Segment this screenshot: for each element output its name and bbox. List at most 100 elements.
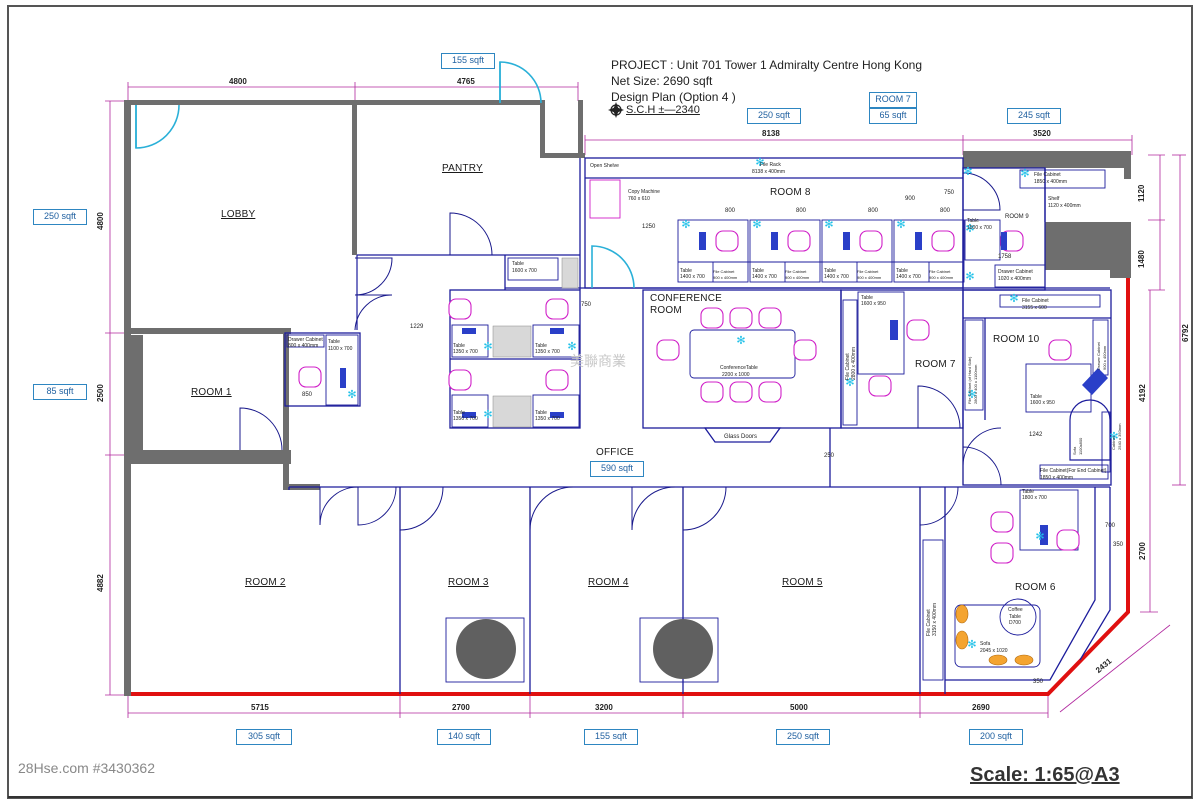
- dimension-lines: [105, 82, 1186, 718]
- label-sofa-r6-1: Sofa: [980, 641, 991, 647]
- label-office-desk-3: Table 1350 x 700: [453, 410, 478, 422]
- chair: [793, 339, 817, 361]
- label-table-r8-2: Table 1400 x 700: [752, 268, 777, 280]
- project-net-size: Net Size: 2690 sqft: [611, 74, 713, 88]
- label-table-r9-2: 1500 x 700: [967, 225, 992, 231]
- label-table-r6-1: Table: [1022, 489, 1034, 495]
- label-copy-machine-2: 760 x 610: [628, 196, 650, 202]
- chair: [448, 298, 472, 320]
- marker-asterisk: ✻: [681, 218, 690, 231]
- room-label-pantry: PANTRY: [442, 163, 483, 174]
- area-box-room2: 305 sqft: [236, 729, 292, 745]
- label-open-shelve: Open Shelve: [590, 163, 619, 169]
- dim-inner-1758: 1758: [998, 254, 1012, 260]
- label-coffee-table-2: Table: [1009, 614, 1021, 620]
- dim-inner-1229: 1229: [410, 324, 424, 330]
- chair: [700, 381, 724, 403]
- label-table-r6-2: 1800 x 700: [1022, 495, 1047, 501]
- label-file-cabinet-r10-2: 3155 x 600: [1022, 305, 1047, 311]
- label-filecab-r8-1: File Cabinet 900 x 400mm: [713, 269, 738, 280]
- window-line: [131, 278, 1130, 696]
- dim-right-4: 4192: [1138, 384, 1147, 402]
- label-office-desk-4: Table 1350 x 700: [535, 410, 560, 422]
- dim-left-2: 2500: [96, 384, 105, 402]
- chair: [990, 511, 1014, 533]
- chair: [859, 230, 883, 252]
- dim-inner-800-3: 800: [868, 208, 879, 214]
- chair: [787, 230, 811, 252]
- chair: [868, 375, 892, 397]
- chair: [990, 542, 1014, 564]
- cyan-doors: [135, 61, 635, 289]
- label-file-rack-1: File Rack: [760, 162, 781, 168]
- label-shelf-2: 1120 x 400mm: [1048, 203, 1081, 209]
- label-file-cabinet-r10-bottom-2: 1850 x 400mm: [1040, 475, 1074, 481]
- room-label-room6: ROOM 6: [1015, 582, 1056, 593]
- label-sofa-r6-2: 2045 x 1020: [980, 648, 1008, 654]
- label-drawer-r9-1: Drawer Cabinet: [998, 269, 1033, 275]
- dim-top-1: 4800: [229, 77, 247, 86]
- label-file-cabinet-r9-1: File Cabinet: [1034, 172, 1061, 178]
- marker-asterisk: ✻: [963, 165, 972, 178]
- marker-asterisk: ✻: [967, 638, 976, 651]
- marker-asterisk: ✻: [845, 376, 854, 389]
- label-table-r7-2: 1600 x 950: [861, 301, 886, 307]
- dim-inner-1242: 1242: [1029, 432, 1043, 438]
- dim-left-3: 4882: [96, 574, 105, 592]
- label-table-r10-1: Table: [1030, 394, 1042, 400]
- chair: [1048, 339, 1072, 361]
- marker-asterisk: ✻: [1035, 530, 1044, 543]
- dim-top-2: 4765: [457, 77, 475, 86]
- dim-left-1: 4800: [96, 212, 105, 230]
- label-file-cabinet-conf: File Cabinet 2800 x 400mm: [845, 346, 857, 380]
- label-table-r8-3: Table 1400 x 700: [824, 268, 849, 280]
- label-table-pantry-2: 1600 x 700: [512, 268, 537, 274]
- sofa-cushions: [955, 604, 1034, 666]
- ghost-watermark: 美聯商業: [570, 353, 626, 369]
- chair: [448, 369, 472, 391]
- marker-asterisk: ✻: [755, 156, 764, 169]
- room-label-room2: ROOM 2: [245, 577, 286, 588]
- marker-asterisk: ✻: [483, 408, 492, 421]
- columns: [445, 617, 719, 683]
- partitions: [284, 157, 1112, 694]
- project-title: PROJECT : Unit 701 Tower 1 Admiralty Cen…: [611, 58, 923, 72]
- watermark: 28Hse.com #3430362: [18, 760, 155, 776]
- dim-inner-350-2: 350: [1033, 679, 1044, 685]
- label-coffee-table-1: Coffee: [1008, 607, 1023, 613]
- room-label-lobby: LOBBY: [221, 209, 256, 220]
- dim-inner-750-1: 750: [944, 190, 955, 196]
- dim-right-1: 1120: [1137, 184, 1146, 202]
- chair: [931, 230, 955, 252]
- chair: [758, 307, 782, 329]
- sofa-room-10: [1069, 399, 1111, 461]
- dim-bottom-5: 2690: [972, 703, 990, 712]
- chair: [906, 319, 930, 341]
- marker-asterisk: ✻: [1109, 430, 1118, 443]
- label-sofa-r10: Sofa 1100x800: [1072, 437, 1083, 455]
- label-glass-doors: Glass Doors: [724, 434, 758, 440]
- area-box-room7-label: ROOM 7: [869, 92, 917, 108]
- label-office-desk-2: Table 1350 x 700: [535, 343, 560, 355]
- hatch-zones: [492, 257, 579, 428]
- label-table-r1-2: 1100 x 700: [328, 346, 353, 352]
- area-box-office: 590 sqft: [590, 461, 644, 477]
- label-drawer-r1-2: 800 x 400mm: [288, 343, 319, 349]
- room-label-office: OFFICE: [596, 447, 634, 458]
- marker-asterisk: ✻: [965, 222, 974, 235]
- marker-asterisk: ✻: [752, 218, 761, 231]
- dim-bottom-1: 5715: [251, 703, 269, 712]
- area-box-room4: 155 sqft: [584, 729, 638, 745]
- room-label-conference-1: CONFERENCE: [650, 293, 723, 304]
- label-file-cabinet-r10-left: File Cabinet (of Hard Side) 2800 x 400 x…: [967, 356, 978, 404]
- page-frame: [7, 5, 1193, 799]
- dim-inner-1250: 1250: [642, 224, 656, 230]
- doors: [239, 172, 1002, 531]
- label-conference-table-2: 2200 x 1000: [722, 372, 750, 378]
- dim-right-2: 1480: [1137, 250, 1146, 268]
- chair: [298, 366, 322, 388]
- label-coffee-table-3: D700: [1009, 620, 1021, 626]
- dim-right-5: 2700: [1138, 542, 1147, 560]
- dim-top-4: 3520: [1033, 129, 1051, 138]
- marker-asterisk: ✻: [736, 334, 745, 347]
